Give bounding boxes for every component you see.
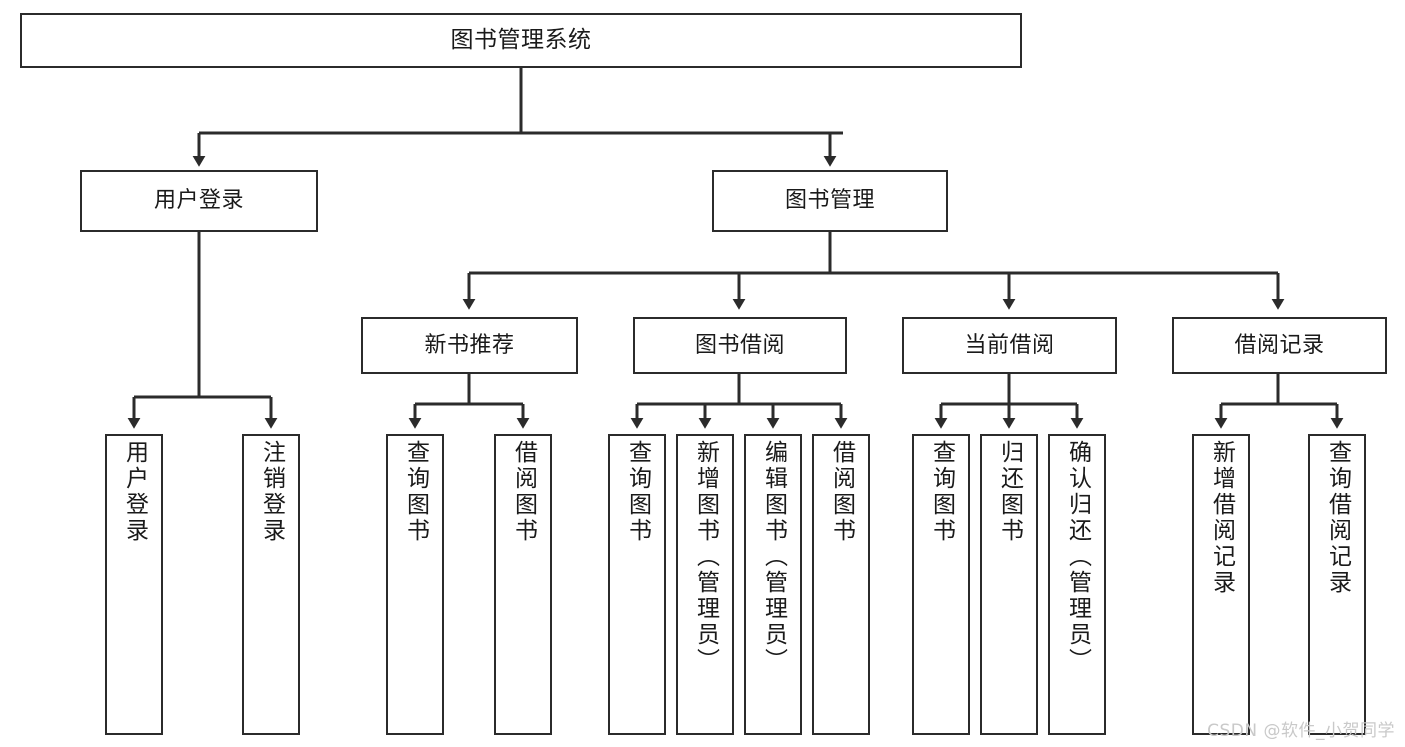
leaf-edit-book-admin[interactable]: 编辑图书（管理员） — [744, 434, 802, 735]
node-label: 新增借阅记录 — [1208, 440, 1235, 596]
node-label: 编辑图书（管理员） — [760, 440, 787, 674]
node-label: 新书推荐 — [424, 332, 515, 358]
leaf-query-book-current[interactable]: 查询图书 — [912, 434, 970, 735]
leaf-logout-login[interactable]: 注销登录 — [242, 434, 300, 735]
node-label: 归还图书 — [996, 440, 1023, 544]
node-label: 确认归还（管理员） — [1064, 440, 1091, 674]
node-label: 查询图书 — [624, 440, 651, 544]
leaf-user-login[interactable]: 用户登录 — [105, 434, 163, 735]
node-label: 用户登录 — [153, 188, 244, 214]
node-user-login[interactable]: 用户登录 — [80, 170, 318, 232]
leaf-add-book-admin[interactable]: 新增图书（管理员） — [676, 434, 734, 735]
node-new-book-recommendation[interactable]: 新书推荐 — [361, 317, 578, 374]
node-current-borrowing[interactable]: 当前借阅 — [902, 317, 1117, 374]
node-label: 查询图书 — [402, 440, 429, 544]
node-label: 图书借阅 — [694, 332, 785, 358]
node-label: 图书管理 — [784, 188, 875, 214]
node-label: 查询图书 — [928, 440, 955, 544]
leaf-add-borrow-record[interactable]: 新增借阅记录 — [1192, 434, 1250, 735]
leaf-return-book[interactable]: 归还图书 — [980, 434, 1038, 735]
leaf-query-book-borrow[interactable]: 查询图书 — [608, 434, 666, 735]
node-label: 借阅图书 — [510, 440, 537, 544]
node-book-management[interactable]: 图书管理 — [712, 170, 948, 232]
leaf-borrow-book-new-rec[interactable]: 借阅图书 — [494, 434, 552, 735]
node-label: 图书管理系统 — [450, 27, 592, 54]
leaf-query-book-new-rec[interactable]: 查询图书 — [386, 434, 444, 735]
node-label: 当前借阅 — [964, 332, 1055, 358]
node-label: 新增图书（管理员） — [692, 440, 719, 674]
node-borrowing-record[interactable]: 借阅记录 — [1172, 317, 1387, 374]
node-label: 用户登录 — [121, 440, 148, 544]
node-label: 借阅图书 — [828, 440, 855, 544]
node-label: 查询借阅记录 — [1324, 440, 1351, 596]
csdn-watermark: CSDN @软件_小贺同学 — [1207, 721, 1395, 741]
leaf-borrow-book-borrow[interactable]: 借阅图书 — [812, 434, 870, 735]
node-book-borrowing[interactable]: 图书借阅 — [633, 317, 847, 374]
node-root-book-management-system[interactable]: 图书管理系统 — [20, 13, 1022, 68]
leaf-query-borrow-record[interactable]: 查询借阅记录 — [1308, 434, 1366, 735]
leaf-confirm-return-admin[interactable]: 确认归还（管理员） — [1048, 434, 1106, 735]
node-label: 借阅记录 — [1234, 332, 1325, 358]
node-label: 注销登录 — [258, 440, 285, 544]
